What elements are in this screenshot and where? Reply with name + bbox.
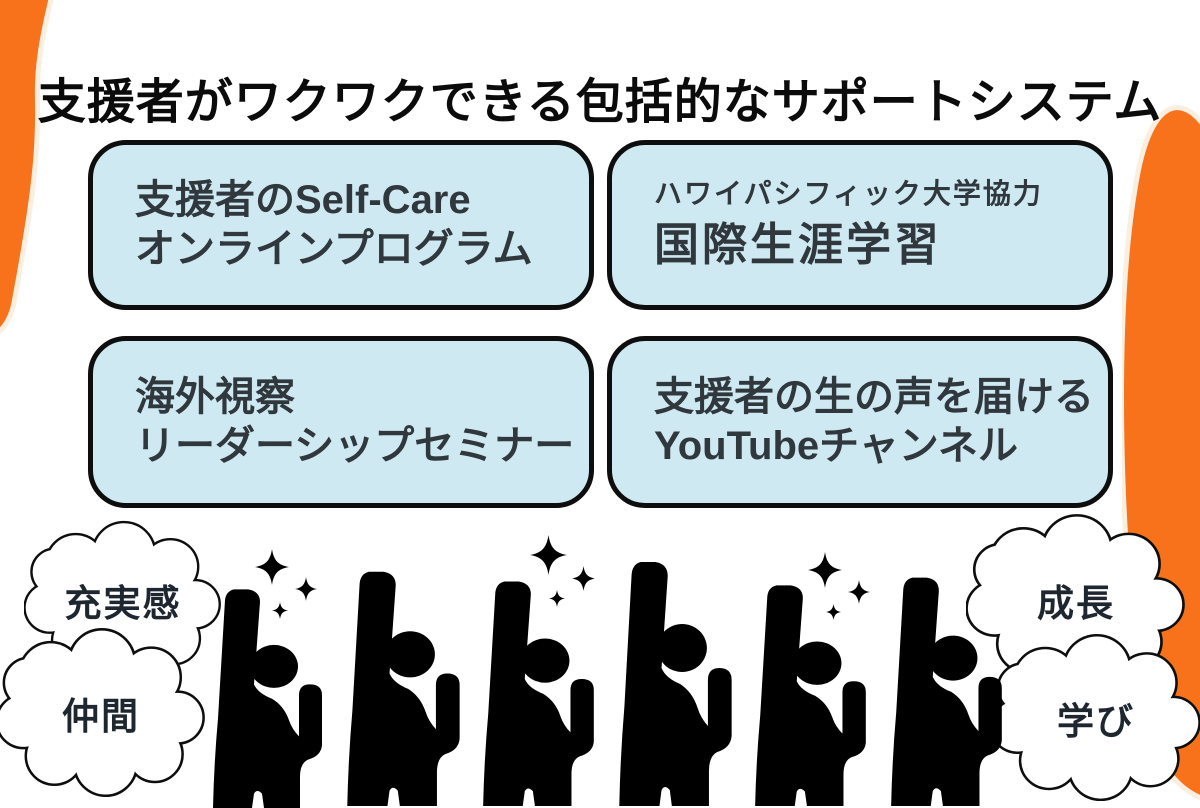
cloud-label: 仲間 xyxy=(62,696,140,737)
sparkle-icon xyxy=(530,535,567,575)
sparkle-icon xyxy=(572,566,595,591)
orange-ribbon-left xyxy=(0,0,54,335)
cloud-label: 学び xyxy=(1057,701,1135,742)
card-line: ハワイパシフィック大学協力 xyxy=(654,178,1043,210)
card-line: オンラインプログラム xyxy=(135,227,533,271)
sparkle-icon xyxy=(549,590,565,607)
card-overseas-seminar: 海外視察 リーダーシップセミナー xyxy=(88,336,594,508)
cloud-fulfillment: 充実感 xyxy=(24,519,222,681)
card-line: YouTubeチャンネル xyxy=(654,424,1018,468)
person-raising-hand-icon xyxy=(483,581,594,806)
cloud-peers: 仲間 xyxy=(0,626,206,800)
card-youtube-channel: 支援者の生の声を届ける YouTubeチャンネル xyxy=(607,336,1113,508)
card-self-care-program: 支援者のSelf-Care オンラインプログラム xyxy=(88,140,594,310)
cloud-label: 成長 xyxy=(1037,583,1115,624)
card-line: リーダーシップセミナー xyxy=(135,424,575,468)
page-title: 支援者がワクワクできる包括的なサポートシステム xyxy=(37,76,1163,130)
cloud-growth: 成長 xyxy=(966,512,1186,688)
person-raising-hand-icon xyxy=(619,562,732,806)
sparkle-icon xyxy=(826,604,841,620)
card-international-learning: ハワイパシフィック大学協力 国際生涯学習 xyxy=(607,140,1113,310)
card-line: 支援者の生の声を届ける xyxy=(654,375,1094,420)
cloud-label: 充実感 xyxy=(64,583,182,624)
person-raising-hand-icon xyxy=(755,585,866,806)
card-line: 海外視察 xyxy=(135,375,295,420)
card-line: 支援者のSelf-Care xyxy=(135,178,471,223)
card-line: 国際生涯学習 xyxy=(654,218,943,270)
sparkle-icon xyxy=(255,549,289,585)
person-raising-hand-icon xyxy=(213,589,322,808)
person-raising-hand-icon xyxy=(347,571,460,806)
cloud-learning: 学び xyxy=(990,632,1200,804)
person-raising-hand-icon xyxy=(891,577,1002,806)
sparkle-icon xyxy=(272,602,288,619)
sparkle-icon xyxy=(295,577,317,601)
sparkle-icon xyxy=(808,552,842,588)
sparkle-icon xyxy=(848,580,870,604)
